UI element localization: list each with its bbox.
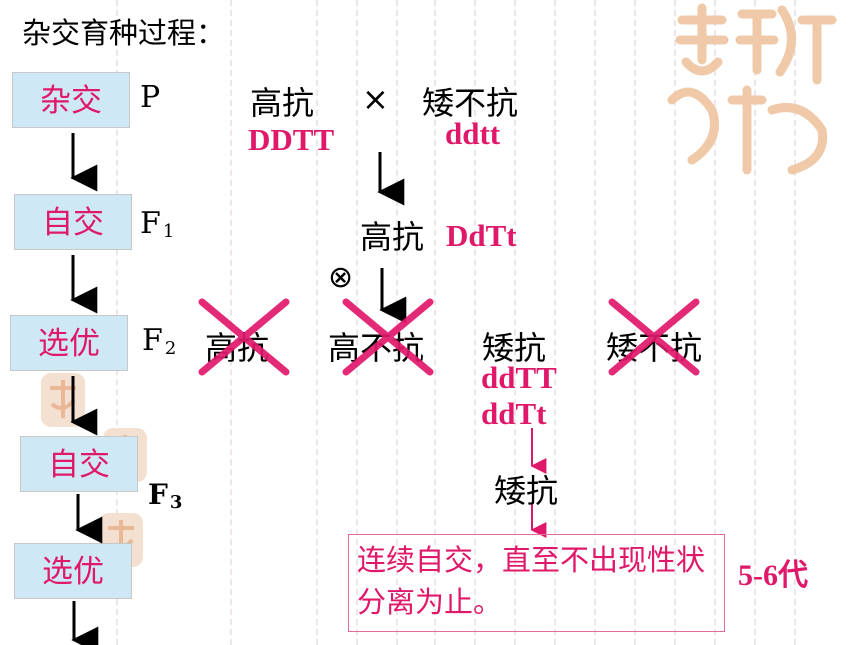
generation-count: 5-6代 bbox=[738, 559, 808, 592]
f1-genotype: DdTt bbox=[446, 218, 517, 253]
result-box: 连续自交，直至不出现性状分离为止。 bbox=[348, 534, 725, 632]
eliminated-mark bbox=[342, 298, 434, 376]
step-box-self-1: 自交 bbox=[14, 194, 132, 250]
step-box-select-2: 选优 bbox=[14, 543, 132, 599]
left-arrows bbox=[70, 133, 103, 645]
parent1-phenotype: 高抗 bbox=[250, 84, 315, 122]
eliminated-mark bbox=[198, 298, 290, 376]
seal-watermark bbox=[667, 3, 837, 175]
selfing-symbol: ⊗ bbox=[328, 260, 354, 295]
page-title: 杂交育种过程： bbox=[22, 16, 226, 50]
step-box-select-1: 选优 bbox=[10, 315, 128, 371]
eliminated-mark bbox=[608, 298, 700, 376]
f1-phenotype: 高抗 bbox=[360, 218, 425, 256]
parent2-genotype: ddtt bbox=[445, 116, 501, 151]
f2-phenotype-dwarf-resistant: 矮抗 bbox=[482, 329, 547, 367]
generation-p: P bbox=[140, 80, 161, 115]
step-box-cross: 杂交 bbox=[12, 72, 130, 128]
f2-selected-genotype-2: ddTt bbox=[481, 396, 547, 431]
parent2-phenotype: 矮不抗 bbox=[422, 84, 519, 122]
f3-phenotype: 矮抗 bbox=[494, 472, 559, 510]
step-box-self-2: 自交 bbox=[20, 436, 138, 492]
parent1-genotype: DDTT bbox=[248, 122, 335, 157]
f2-selected-genotype-1: ddTT bbox=[481, 360, 557, 395]
flow-arrows bbox=[377, 152, 547, 538]
cross-symbol: × bbox=[362, 80, 389, 118]
